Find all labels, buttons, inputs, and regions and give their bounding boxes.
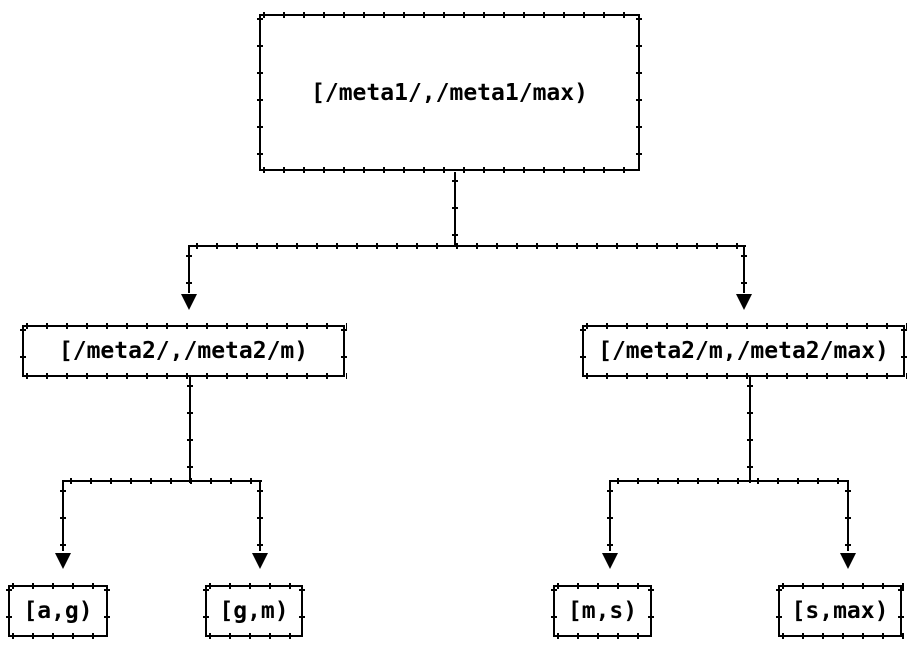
node-leaf-s-max: [s,max): [776, 583, 904, 639]
arrow-down-icon: [736, 294, 752, 310]
edge-drop-to-leaf-s-max: [845, 482, 851, 551]
arrow-down-icon: [252, 553, 268, 569]
edge-drop-to-leaf-m-s: [607, 482, 613, 551]
edge-root-stem: [452, 172, 458, 247]
node-right-interval: [/meta2/m,/meta2/max): [580, 323, 907, 379]
edge-drop-to-right-node: [741, 247, 747, 293]
edge-drop-to-leaf-g-m: [257, 482, 263, 551]
arrow-down-icon: [181, 294, 197, 310]
node-leaf-g-m: [g,m): [203, 583, 305, 639]
edge-left-subtree-branch: [62, 478, 262, 484]
arrow-down-icon: [602, 553, 618, 569]
edge-drop-to-left-node: [186, 247, 192, 293]
edge-right-subtree-branch: [609, 478, 849, 484]
node-leaf-a-g: [a,g): [6, 583, 110, 639]
node-leaf-m-s: [m,s): [551, 583, 654, 639]
arrow-down-icon: [55, 553, 71, 569]
edge-right-subtree-stem: [747, 377, 753, 483]
arrow-down-icon: [840, 553, 856, 569]
edge-root-branch: [188, 243, 746, 249]
node-root-interval: [/meta1/,/meta1/max): [257, 12, 642, 173]
node-left-interval: [/meta2/,/meta2/m): [20, 323, 347, 379]
edge-drop-to-leaf-a-g: [60, 482, 66, 551]
edge-left-subtree-stem: [187, 377, 193, 483]
